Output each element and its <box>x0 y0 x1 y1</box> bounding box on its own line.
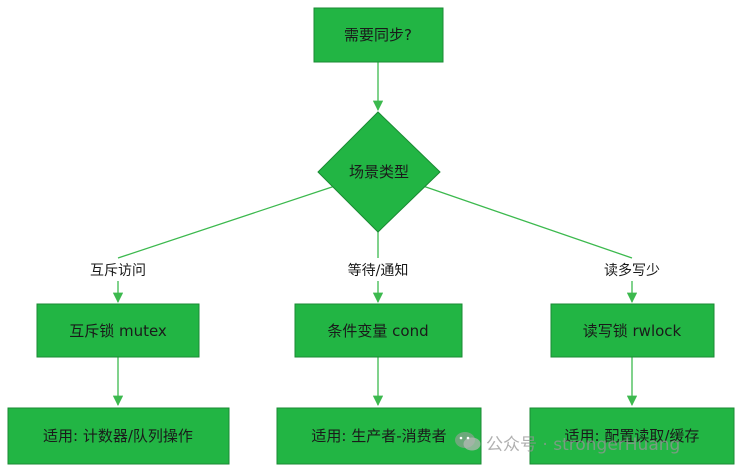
edge-label-wait-notify: 等待/通知 <box>348 262 409 279</box>
node-decision-label: 场景类型 <box>349 163 409 181</box>
edge-decision-right <box>422 185 633 259</box>
node-mutex-label: 互斥锁 mutex <box>69 322 167 340</box>
node-decision <box>317 111 441 233</box>
node-use-rwlock-label: 适用: 配置读取/缓存 <box>565 427 700 445</box>
node-start-label: 需要同步? <box>344 26 412 44</box>
node-use-cond-label: 适用: 生产者-消费者 <box>311 427 446 445</box>
node-rwlock <box>550 303 715 358</box>
node-mutex <box>36 303 200 358</box>
node-cond-label: 条件变量 cond <box>327 322 428 340</box>
edge-decision-left <box>117 185 336 259</box>
node-use-rwlock <box>529 407 735 465</box>
edge-label-read-heavy: 读多写少 <box>604 262 660 279</box>
node-use-mutex <box>7 407 230 465</box>
node-use-cond <box>276 407 482 465</box>
edge-label-mutual-access: 互斥访问 <box>90 263 146 279</box>
node-start <box>313 7 444 63</box>
node-use-mutex-label: 适用: 计数器/队列操作 <box>43 427 193 445</box>
node-cond <box>294 303 463 358</box>
node-rwlock-label: 读写锁 rwlock <box>583 322 682 340</box>
